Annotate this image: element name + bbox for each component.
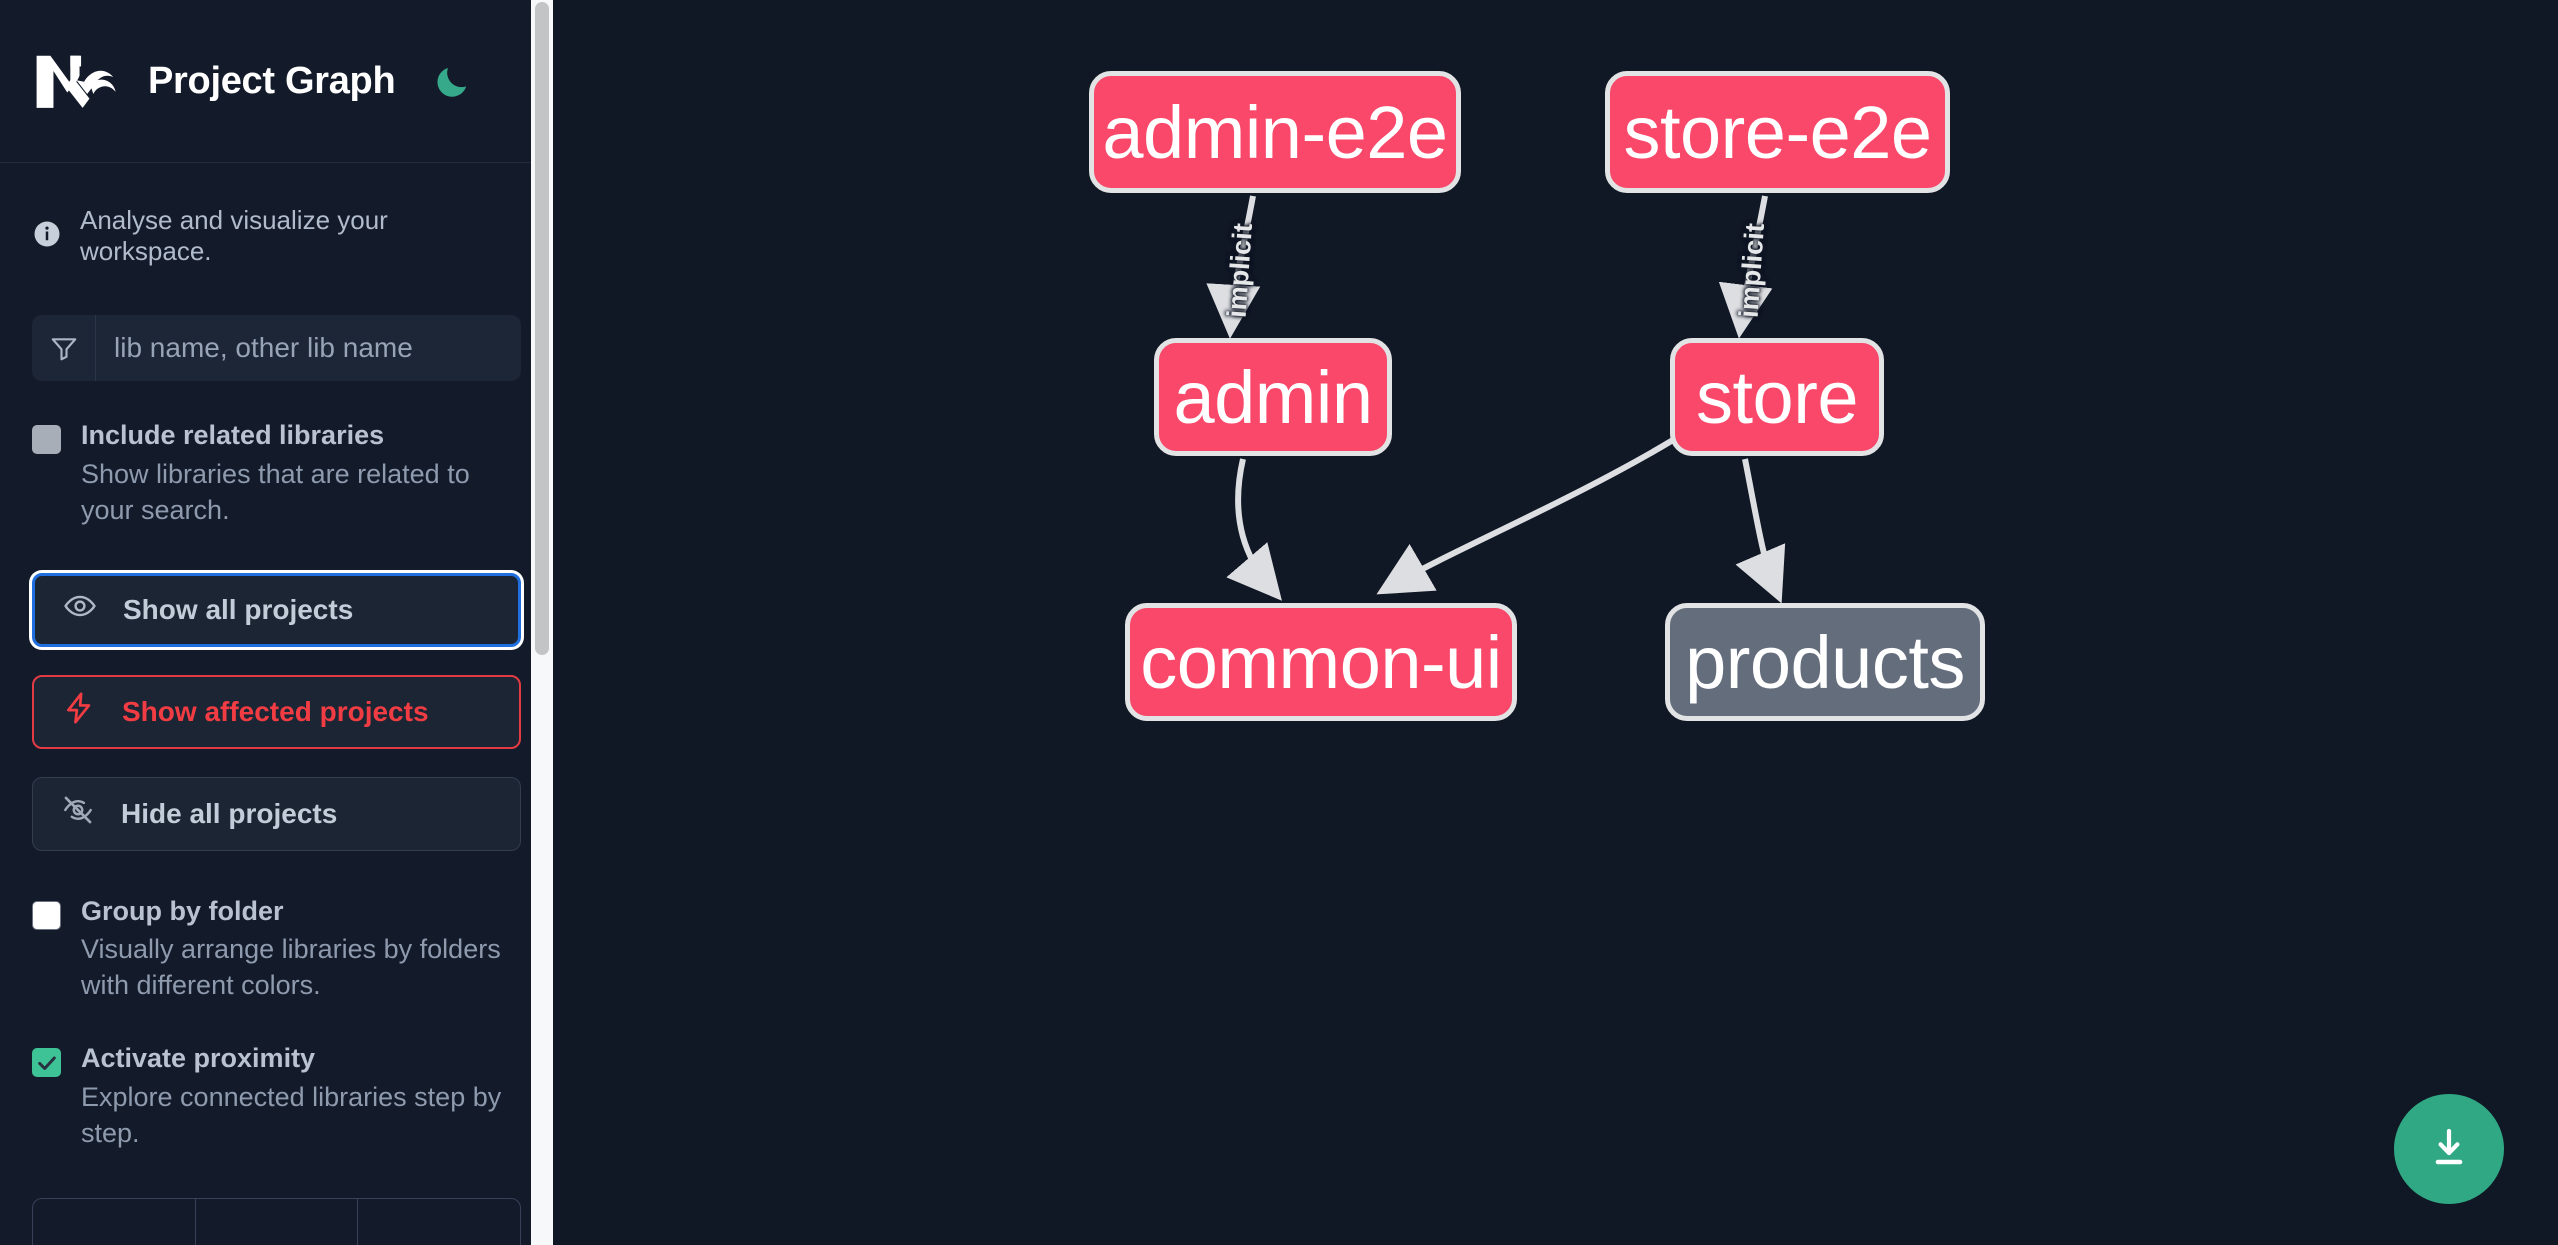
sidebar-body: Analyse and visualize your workspace. In…: [0, 163, 553, 1245]
node-label: admin: [1173, 355, 1373, 439]
sidebar-header: Project Graph: [0, 0, 553, 163]
search-field[interactable]: [32, 315, 521, 381]
node-label: products: [1685, 620, 1965, 704]
download-icon: [2425, 1124, 2473, 1175]
activate-proximity-checkbox[interactable]: [32, 1048, 61, 1078]
info-icon: [32, 219, 62, 254]
show-affected-projects-label: Show affected projects: [122, 695, 429, 727]
show-all-projects-button[interactable]: Show all projects: [32, 572, 521, 647]
sidebar: Project Graph Analyse and visualize your…: [0, 0, 553, 1245]
graph-edges: [1206, 195, 1786, 604]
edge-store-products: [1735, 458, 1786, 604]
search-input[interactable]: [96, 315, 521, 381]
moon-icon[interactable]: [429, 58, 475, 104]
node-label: store: [1695, 355, 1859, 439]
hide-all-projects-button[interactable]: Hide all projects: [32, 776, 521, 851]
graph-canvas[interactable]: implicit implicit admin-e2e store-e2e ad…: [553, 0, 2558, 1245]
node-label: admin-e2e: [1102, 90, 1448, 174]
graph-node-admin-e2e[interactable]: admin-e2e: [1089, 71, 1461, 193]
segment-2[interactable]: [196, 1198, 359, 1245]
edge-store-e2e-store: [1718, 195, 1773, 339]
node-label: common-ui: [1140, 620, 1502, 704]
edge-admin-common-ui: [1226, 458, 1282, 601]
include-related-libraries-row[interactable]: Include related libraries Show libraries…: [32, 419, 521, 529]
graph-node-common-ui[interactable]: common-ui: [1125, 603, 1517, 721]
segment-1[interactable]: [33, 1198, 196, 1245]
show-all-projects-label: Show all projects: [123, 593, 354, 625]
download-graph-button[interactable]: [2394, 1094, 2504, 1204]
graph-node-admin[interactable]: admin: [1154, 338, 1392, 456]
eye-icon: [63, 589, 97, 630]
graph-node-store[interactable]: store: [1670, 338, 1884, 456]
activate-proximity-description: Explore connected libraries step by step…: [81, 1081, 502, 1148]
edge-admin-e2e-admin: [1206, 195, 1261, 339]
group-by-folder-row[interactable]: Group by folder Visually arrange librari…: [32, 895, 521, 1005]
graph-node-products[interactable]: products: [1665, 603, 1985, 721]
proximity-step-segmented-control[interactable]: [32, 1197, 521, 1245]
edge-label-implicit-store: implicit: [1733, 222, 1771, 319]
graph-node-store-e2e[interactable]: store-e2e: [1605, 71, 1950, 193]
include-related-libraries-checkbox[interactable]: [32, 425, 61, 454]
sidebar-scrollbar-thumb[interactable]: [535, 2, 549, 655]
info-text: Analyse and visualize your workspace.: [80, 205, 388, 266]
info-banner: Analyse and visualize your workspace.: [32, 163, 521, 267]
include-related-libraries-label: Include related libraries: [81, 420, 385, 450]
group-by-folder-checkbox[interactable]: [32, 900, 61, 930]
nx-logo-icon: [32, 51, 124, 111]
activate-proximity-row[interactable]: Activate proximity Explore connected lib…: [32, 1042, 521, 1152]
include-related-libraries-description: Show libraries that are related to your …: [81, 458, 470, 525]
segment-3[interactable]: [358, 1199, 520, 1245]
edge-store-common-ui: [1376, 437, 1675, 595]
node-label: store-e2e: [1623, 90, 1932, 174]
eye-off-icon: [61, 793, 95, 834]
hide-all-projects-label: Hide all projects: [121, 797, 338, 829]
show-affected-projects-button[interactable]: Show affected projects: [32, 674, 521, 749]
app-title: Project Graph: [148, 59, 396, 102]
activate-proximity-label: Activate proximity: [81, 1043, 316, 1074]
edge-label-implicit-admin: implicit: [1221, 222, 1259, 319]
group-by-folder-description: Visually arrange libraries by folders wi…: [81, 934, 501, 1001]
sidebar-scrollbar[interactable]: [531, 0, 553, 1245]
group-by-folder-label: Group by folder: [81, 895, 284, 926]
filter-icon: [32, 315, 96, 381]
lightning-bolt-icon: [62, 691, 96, 732]
